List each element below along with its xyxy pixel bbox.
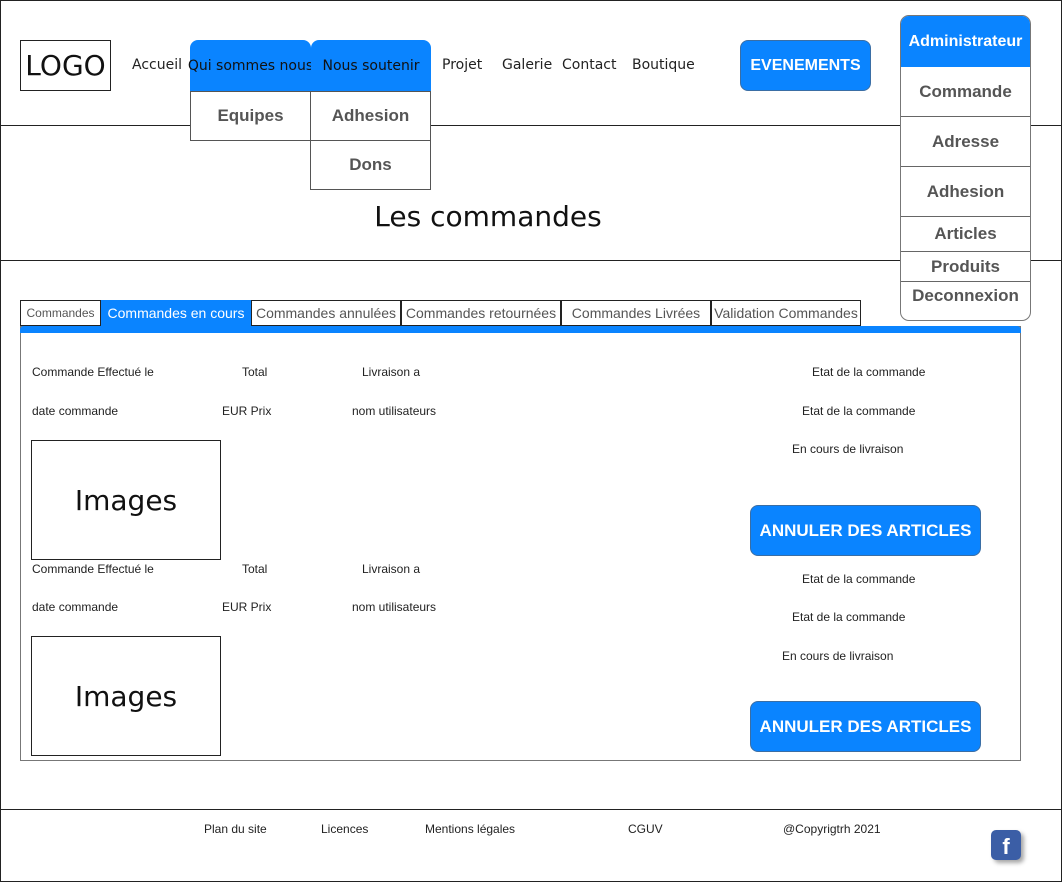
admin-item-articles[interactable]: Articles xyxy=(934,224,997,243)
admin-menu: Administrateur Commande Adresse Adhesion… xyxy=(900,15,1031,321)
admin-item-commande[interactable]: Commande xyxy=(919,81,1012,101)
order-total-value: EUR Prix xyxy=(222,404,272,418)
nav-boutique[interactable]: Boutique xyxy=(632,57,695,73)
order-total-value: EUR Prix xyxy=(222,600,272,614)
order-status-value: Etat de la commande xyxy=(802,404,916,418)
order-total-label: Total xyxy=(242,365,268,379)
admin-separator xyxy=(901,281,1030,282)
order-date-label: Commande Effectué le xyxy=(32,365,154,379)
nav-accueil[interactable]: Accueil xyxy=(132,57,182,73)
cancel-articles-button[interactable]: ANNULER DES ARTICLES xyxy=(750,701,981,752)
tab-commandes-retournees[interactable]: Commandes retournées xyxy=(401,300,561,326)
dropdown-item-adhesion[interactable]: Adhesion xyxy=(310,91,431,141)
order-delivery-value: nom utilisateurs xyxy=(352,600,437,614)
header-divider xyxy=(0,125,1062,126)
facebook-icon[interactable]: f xyxy=(991,830,1021,860)
order-date-label: Commande Effectué le xyxy=(32,562,154,576)
nav-nous-soutenir[interactable]: Nous soutenir xyxy=(311,40,431,91)
order-date-value: date commande xyxy=(32,600,119,614)
order-delivery-value: nom utilisateurs xyxy=(352,404,437,418)
order-date-value: date commande xyxy=(32,404,119,418)
admin-item-adhesion[interactable]: Adhesion xyxy=(926,181,1005,201)
footer-cguv[interactable]: CGUV xyxy=(628,822,663,836)
admin-menu-title[interactable]: Administrateur xyxy=(901,16,1030,67)
nav-galerie[interactable]: Galerie xyxy=(502,57,553,73)
page-title: Les commandes xyxy=(374,200,602,233)
order-status-label: Etat de la commande xyxy=(802,572,916,586)
evenements-button[interactable]: EVENEMENTS xyxy=(740,40,871,91)
admin-separator xyxy=(901,251,1030,252)
logo[interactable]: LOGO xyxy=(20,40,111,91)
nav-contact[interactable]: Contact xyxy=(562,57,617,73)
footer-mentions-legales[interactable]: Mentions légales xyxy=(425,822,516,836)
nav-qui-sommes-nous[interactable]: Qui sommes nous xyxy=(188,40,313,91)
dropdown-item-dons[interactable]: Dons xyxy=(310,140,431,190)
footer-plan-du-site[interactable]: Plan du site xyxy=(204,822,267,836)
tab-commandes-annulees[interactable]: Commandes annulées xyxy=(251,300,401,326)
admin-separator xyxy=(901,116,1030,117)
order-status-detail: En cours de livraison xyxy=(782,649,894,663)
admin-item-produits[interactable]: Produits xyxy=(931,256,1000,276)
order-delivery-label: Livraison a xyxy=(362,365,421,379)
cancel-articles-button[interactable]: ANNULER DES ARTICLES xyxy=(750,505,981,556)
footer-divider xyxy=(0,809,1062,810)
admin-separator xyxy=(901,216,1030,217)
admin-separator xyxy=(901,166,1030,167)
order-total-label: Total xyxy=(242,562,268,576)
tab-commandes-livrees[interactable]: Commandes Livrées xyxy=(561,300,711,326)
nav-projet[interactable]: Projet xyxy=(442,57,483,73)
admin-item-adresse[interactable]: Adresse xyxy=(931,131,1000,151)
admin-item-deconnexion[interactable]: Deconnexion xyxy=(912,286,1019,305)
order-image-placeholder: Images xyxy=(31,440,221,560)
order-status-detail: En cours de livraison xyxy=(792,442,904,456)
dropdown-item-equipes[interactable]: Equipes xyxy=(190,91,311,141)
orders-panel-accent-bar xyxy=(20,326,1021,333)
tab-validation-commandes[interactable]: Validation Commandes xyxy=(711,300,861,326)
footer-copyright: @Copyrigtrh 2021 xyxy=(783,822,881,836)
footer-licences[interactable]: Licences xyxy=(321,822,369,836)
order-delivery-label: Livraison a xyxy=(362,562,421,576)
order-status-label: Etat de la commande xyxy=(812,365,926,379)
tab-commandes[interactable]: Commandes xyxy=(20,300,101,326)
order-image-placeholder: Images xyxy=(31,636,221,756)
tab-commandes-en-cours[interactable]: Commandes en cours xyxy=(101,300,251,326)
title-divider xyxy=(0,260,1062,261)
order-status-value: Etat de la commande xyxy=(792,610,906,624)
